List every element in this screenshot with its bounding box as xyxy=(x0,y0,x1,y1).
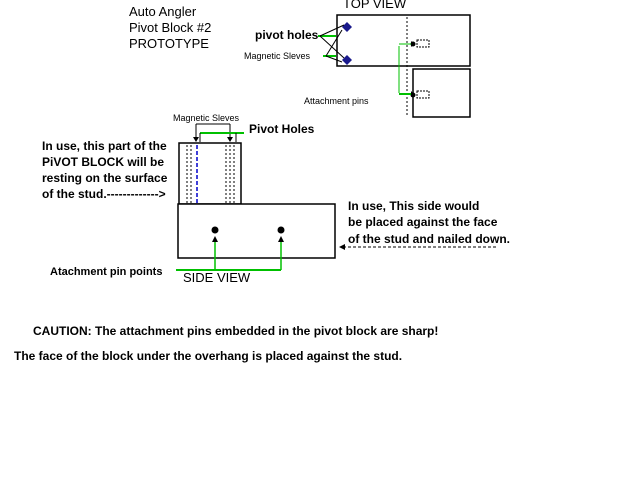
footer-note: The face of the block under the overhang… xyxy=(14,349,402,363)
side-view-block xyxy=(177,203,336,259)
top-view-pivot-holes-label: pivot holes xyxy=(255,28,319,42)
side-view-pin-right xyxy=(277,226,285,234)
top-view-magnetic-sleeves-leader xyxy=(323,29,343,63)
side-view-pivot-holes-leader xyxy=(199,132,244,142)
side-view-pin-left xyxy=(211,226,219,234)
side-view-left-note-line-3: resting on the surface xyxy=(42,171,168,185)
top-view-attachment-pins-label: Attachment pins xyxy=(304,96,369,106)
top-view-pivot-hole-upper xyxy=(342,22,352,32)
top-view-pivot-hole-lower xyxy=(342,55,352,65)
side-view-left-note-line-4: of the stud.-------------> xyxy=(42,187,166,201)
side-view-right-note-arrow xyxy=(339,244,496,250)
title-line-1: Auto Angler xyxy=(129,4,197,19)
top-view-upper-block xyxy=(336,14,471,67)
top-view-heading: TOP VIEW xyxy=(343,0,407,11)
title-line-2: Pivot Block #2 xyxy=(129,20,211,35)
top-view-magnetic-sleeves-label: Magnetic Sleves xyxy=(244,51,311,61)
side-view-attachment-pin-points-leader xyxy=(176,236,284,271)
top-view-lower-block xyxy=(412,68,471,118)
caution-note: CAUTION: The attachment pins embedded in… xyxy=(33,324,438,338)
side-view-heading: SIDE VIEW xyxy=(183,270,251,285)
top-view-attachment-pins-leader xyxy=(398,41,414,97)
side-view-left-note-line-2: PiVOT BLOCK will be xyxy=(42,155,164,169)
side-view-right-note-line-2: be placed against the face xyxy=(348,215,498,229)
side-view-attachment-pin-points-label: Atachment pin points xyxy=(50,266,162,278)
side-view-right-note-line-3: of the stud and nailed down. xyxy=(348,232,510,246)
side-view-overhang xyxy=(178,142,242,205)
side-view-right-note-line-1: In use, This side would xyxy=(348,199,479,213)
side-view-pivot-holes-label: Pivot Holes xyxy=(249,122,315,136)
side-view-magnetic-sleeves-label: Magnetic Sleves xyxy=(173,113,240,123)
side-view-left-note-line-1: In use, this part of the xyxy=(42,139,167,153)
title-line-3: PROTOTYPE xyxy=(129,36,209,51)
